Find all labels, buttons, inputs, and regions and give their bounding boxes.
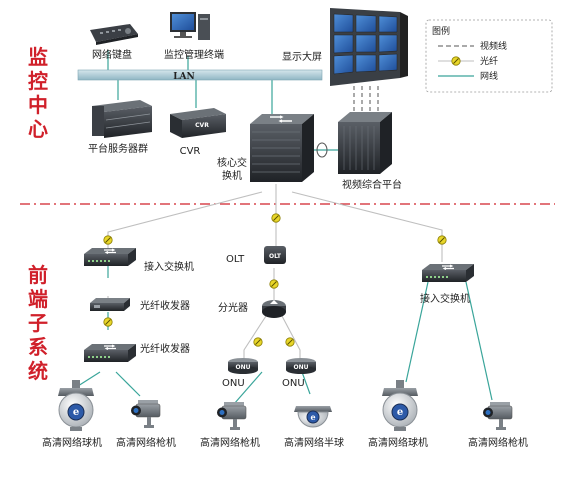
video-platform: 视频综合平台 bbox=[338, 112, 402, 191]
transceiver-2-label: 光纤收发器 bbox=[140, 342, 190, 355]
bullet-camera-icon bbox=[130, 399, 161, 429]
camera-label: 高清网络半球 bbox=[284, 436, 344, 449]
camera-label: 高清网络枪机 bbox=[200, 436, 260, 449]
fiber-lines bbox=[107, 184, 443, 362]
legend-item-video: 视频线 bbox=[438, 40, 507, 52]
zone-title-monitor-center: 监 控 中 心 bbox=[28, 45, 48, 141]
display-wall-label: 显示大屏 bbox=[282, 50, 322, 63]
zone-char: 子 bbox=[28, 311, 48, 335]
zone-char: 监 bbox=[28, 45, 48, 69]
onu-right: ONU ONU bbox=[282, 358, 316, 389]
zone-char: 控 bbox=[28, 69, 48, 93]
platform-label: 视频综合平台 bbox=[342, 178, 402, 191]
zone-char: 前 bbox=[28, 263, 48, 287]
camera-half-dome: e 高清网络半球 bbox=[284, 406, 344, 449]
zone-char: 系 bbox=[28, 335, 48, 359]
transceiver-1-label: 光纤收发器 bbox=[140, 299, 190, 312]
lan-label: LAN bbox=[173, 72, 195, 82]
fiber-marker-icon bbox=[271, 213, 281, 223]
lan-bus: LAN bbox=[77, 69, 323, 82]
fiber-marker-icon bbox=[103, 317, 113, 327]
optical-splitter: 分光器 bbox=[218, 300, 286, 318]
zone-char: 心 bbox=[28, 117, 48, 141]
dome-camera-icon bbox=[57, 379, 95, 432]
bullet-camera-icon bbox=[482, 401, 513, 431]
access-switch-right-label: 接入交换机 bbox=[420, 292, 470, 305]
keyboard-label: 网络键盘 bbox=[92, 48, 132, 61]
terminal-label: 监控管理终端 bbox=[164, 48, 224, 61]
fiber-marker-icon bbox=[437, 235, 447, 245]
cvr-storage: CVR CVR bbox=[170, 108, 226, 157]
fiber-markers bbox=[103, 213, 447, 347]
olt-device: OLT OLT bbox=[226, 246, 286, 265]
network-cables bbox=[77, 50, 493, 405]
display-wall: 显示大屏 bbox=[282, 8, 408, 86]
platform-server-group: 平台服务器群 bbox=[88, 100, 152, 155]
fiber-marker-icon bbox=[285, 337, 295, 347]
legend-label: 网线 bbox=[480, 70, 498, 82]
cvr-tag: CVR bbox=[195, 122, 209, 129]
onu-left: ONU ONU bbox=[222, 358, 258, 389]
olt-label: OLT bbox=[226, 254, 245, 265]
camera-bullet-3: 高清网络枪机 bbox=[468, 401, 528, 449]
legend-label: 视频线 bbox=[480, 40, 507, 52]
servers-label: 平台服务器群 bbox=[88, 142, 148, 155]
dome-camera-icon bbox=[381, 379, 419, 432]
onu-right-label: ONU bbox=[282, 378, 305, 389]
fiber-marker-icon bbox=[269, 279, 279, 289]
network-keyboard: 网络键盘 bbox=[90, 24, 138, 61]
onu-left-label: ONU bbox=[222, 378, 245, 389]
legend-item-fiber: 光纤 bbox=[438, 55, 498, 67]
fiber-marker-icon bbox=[103, 235, 113, 245]
access-switch-right: 接入交换机 bbox=[420, 263, 475, 305]
camera-label: 高清网络球机 bbox=[42, 436, 102, 449]
access-switch-left: 接入交换机 bbox=[83, 247, 194, 273]
camera-label: 高清网络球机 bbox=[368, 436, 428, 449]
zone-char: 统 bbox=[28, 359, 48, 383]
onu-tag: ONU bbox=[294, 364, 309, 371]
access-switch-left-label: 接入交换机 bbox=[144, 260, 194, 273]
core-switch-label-2: 换机 bbox=[222, 169, 242, 182]
camera-label: 高清网络枪机 bbox=[116, 436, 176, 449]
zone-char: 中 bbox=[28, 93, 48, 117]
core-switch-label-1: 核心交 bbox=[217, 156, 247, 169]
legend-item-ethernet: 网线 bbox=[438, 70, 498, 82]
fiber-transceiver-1: 光纤收发器 bbox=[90, 298, 190, 312]
core-switch: 核心交 换机 bbox=[217, 114, 314, 182]
zone-title-front-end: 前 端 子 系 统 bbox=[28, 263, 48, 383]
bullet-camera-icon bbox=[216, 401, 247, 431]
camera-label: 高清网络枪机 bbox=[468, 436, 528, 449]
svg-text:e: e bbox=[310, 412, 315, 422]
fiber-transceiver-2: 光纤收发器 bbox=[83, 342, 190, 363]
fiber-marker-icon bbox=[253, 337, 263, 347]
olt-tag: OLT bbox=[269, 253, 282, 260]
camera-dome-1: 高清网络球机 bbox=[42, 379, 102, 449]
legend-title: 图例 bbox=[432, 25, 450, 37]
video-cables bbox=[353, 86, 379, 114]
management-terminal: 监控管理终端 bbox=[164, 12, 224, 61]
splitter-label: 分光器 bbox=[218, 301, 248, 314]
camera-bullet-1: 高清网络枪机 bbox=[116, 399, 176, 449]
legend-label: 光纤 bbox=[480, 55, 498, 67]
zone-char: 端 bbox=[28, 287, 48, 311]
camera-dome-2: 高清网络球机 bbox=[368, 379, 428, 449]
camera-bullet-2: 高清网络枪机 bbox=[200, 401, 260, 449]
onu-tag: ONU bbox=[236, 364, 251, 371]
cvr-label: CVR bbox=[180, 146, 201, 157]
fiber-marker-icon bbox=[451, 56, 461, 66]
legend: 图例 视频线 光纤 网线 bbox=[425, 19, 553, 93]
